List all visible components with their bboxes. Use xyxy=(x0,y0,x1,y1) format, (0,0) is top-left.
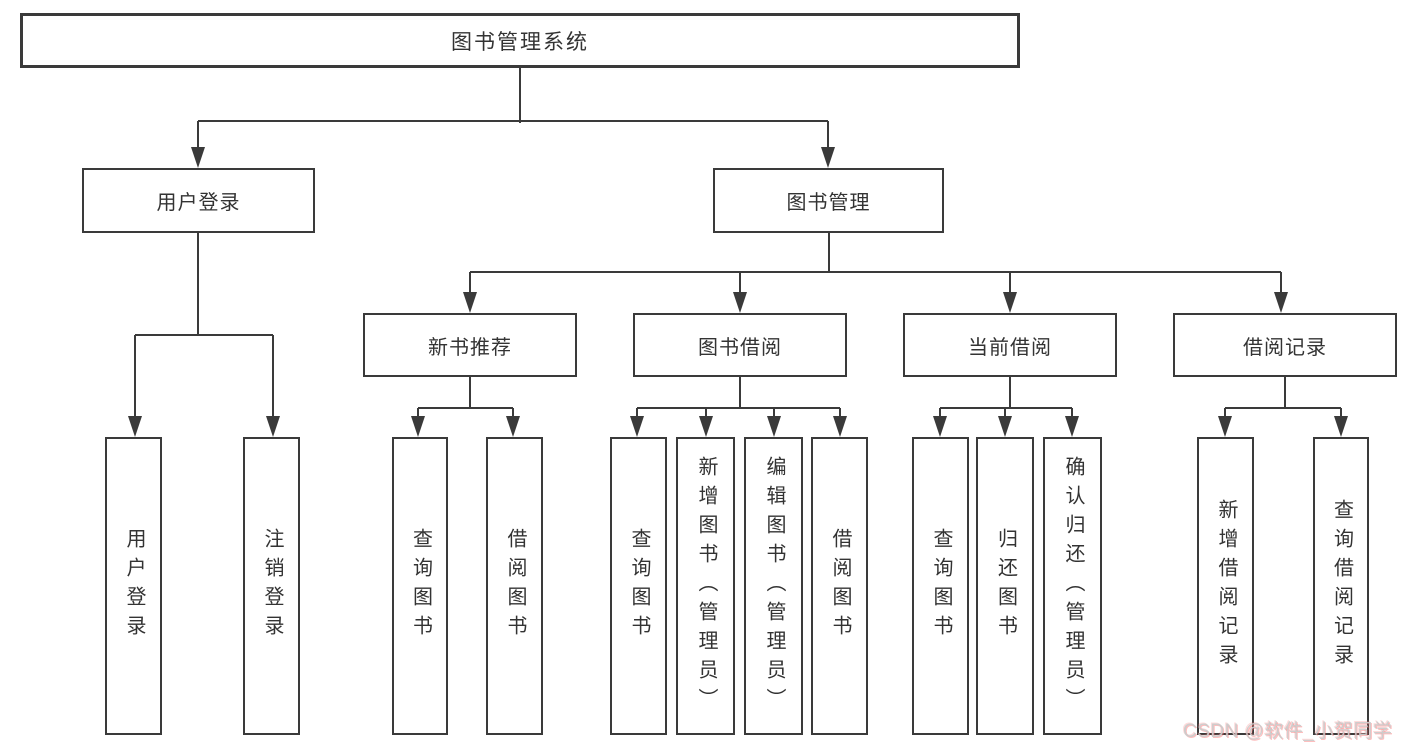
arrowhead xyxy=(699,416,713,437)
arrowhead xyxy=(630,416,644,437)
arrowhead xyxy=(191,147,205,168)
connector-user-login-to-leaves xyxy=(128,233,280,437)
node-rec-query-books: 查询图书 xyxy=(392,437,448,735)
arrowhead xyxy=(767,416,781,437)
arrowhead xyxy=(821,147,835,168)
node-bb-borrow-books: 借阅图书 xyxy=(811,437,868,735)
node-br-add-borrow-record-label: 新增借阅记录 xyxy=(1215,499,1237,673)
node-leaf-user-login-label: 用户登录 xyxy=(123,528,145,644)
node-cb-return-books-label: 归还图书 xyxy=(994,528,1017,644)
node-bb-edit-books-admin: 编辑图书（管理员） xyxy=(744,437,803,735)
arrowhead xyxy=(128,416,142,437)
node-bb-borrow-books-label: 借阅图书 xyxy=(829,528,851,644)
node-cb-return-books: 归还图书 xyxy=(976,437,1034,735)
arrowhead xyxy=(1218,416,1232,437)
node-cb-confirm-return-admin: 确认归还（管理员） xyxy=(1043,437,1102,735)
node-book-management: 图书管理 xyxy=(713,168,944,233)
node-bb-query-books-label: 查询图书 xyxy=(628,528,650,644)
node-new-book-recommendation: 新书推荐 xyxy=(363,313,577,377)
arrowhead xyxy=(833,416,847,437)
csdn-watermark: CSDN @软件_小贺同学 xyxy=(1183,721,1393,742)
node-rec-query-books-label: 查询图书 xyxy=(409,528,432,644)
node-bb-edit-books-admin-label: 编辑图书（管理员） xyxy=(763,455,785,717)
connector-book-mgmt-to-level3 xyxy=(463,233,1288,313)
node-cb-confirm-return-admin-label: 确认归还（管理员） xyxy=(1062,455,1084,717)
arrowhead xyxy=(998,416,1012,437)
node-cb-query-books-label: 查询图书 xyxy=(930,528,952,644)
node-br-query-borrow-record-label: 查询借阅记录 xyxy=(1330,499,1353,673)
node-leaf-logout-label: 注销登录 xyxy=(261,528,283,644)
node-br-add-borrow-record: 新增借阅记录 xyxy=(1197,437,1254,735)
arrowhead xyxy=(933,416,947,437)
arrowhead xyxy=(1003,292,1017,313)
node-rec-borrow-books-label: 借阅图书 xyxy=(504,528,526,644)
arrowhead xyxy=(1065,416,1079,437)
arrowhead xyxy=(266,416,280,437)
arrowhead xyxy=(733,292,747,313)
node-leaf-user-login: 用户登录 xyxy=(105,437,162,735)
node-cb-query-books: 查询图书 xyxy=(912,437,969,735)
connector-borrow-records-to-leaves xyxy=(1218,377,1348,437)
node-borrowing-records: 借阅记录 xyxy=(1173,313,1397,377)
node-rec-borrow-books: 借阅图书 xyxy=(486,437,543,735)
node-br-query-borrow-record: 查询借阅记录 xyxy=(1313,437,1369,735)
arrowhead xyxy=(463,292,477,313)
connector-book-borrow-to-leaves xyxy=(630,377,847,437)
node-library-management-system: 图书管理系统 xyxy=(20,13,1020,68)
node-leaf-logout: 注销登录 xyxy=(243,437,300,735)
connector-new-book-rec-to-leaves xyxy=(411,377,520,437)
connector-root-to-level2 xyxy=(191,68,835,168)
arrowhead xyxy=(1274,292,1288,313)
connector-current-borrow-to-leaves xyxy=(933,377,1079,437)
node-bb-add-books-admin: 新增图书（管理员） xyxy=(676,437,735,735)
node-bb-add-books-admin-label: 新增图书（管理员） xyxy=(695,455,717,717)
node-bb-query-books: 查询图书 xyxy=(610,437,667,735)
arrowhead xyxy=(1334,416,1348,437)
arrowhead xyxy=(411,416,425,437)
node-book-borrowing: 图书借阅 xyxy=(633,313,847,377)
arrowhead xyxy=(506,416,520,437)
node-user-login: 用户登录 xyxy=(82,168,315,233)
node-current-borrowing: 当前借阅 xyxy=(903,313,1117,377)
